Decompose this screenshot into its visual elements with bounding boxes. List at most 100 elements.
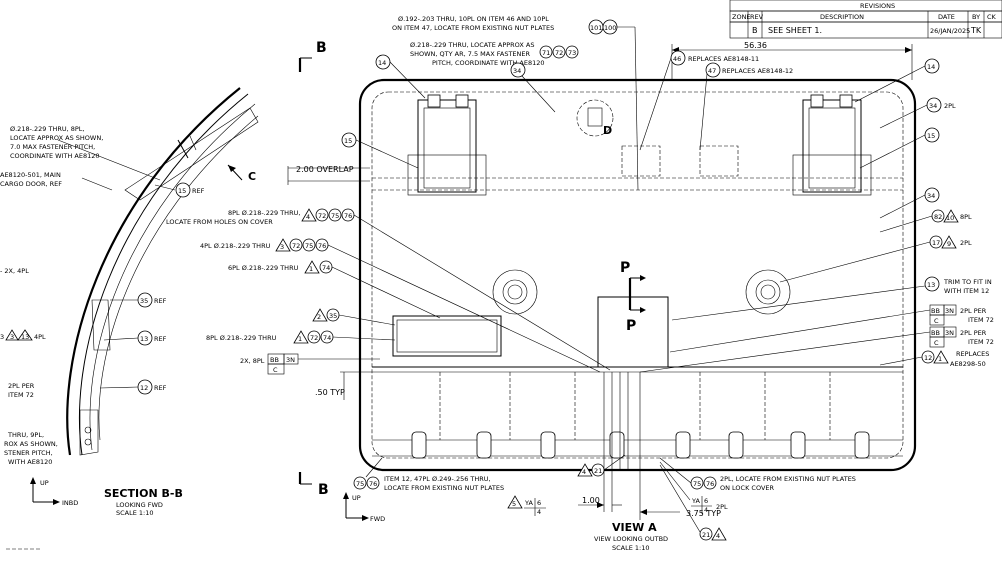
sbb-balloon-15: 15 REF xyxy=(154,182,205,198)
svg-text:10: 10 xyxy=(946,214,954,222)
sbb-note6-l4: WITH AE8120 xyxy=(8,458,52,466)
view-a: B B xyxy=(166,15,994,552)
note-top1-l2: ON ITEM 47, LOCATE FROM EXISTING NUT PLA… xyxy=(392,24,554,32)
svg-text:34: 34 xyxy=(513,67,521,75)
lower-bays xyxy=(372,372,903,441)
note-top2-l1: Ø.218-.229 THRU, LOCATE APPROX AS xyxy=(410,41,534,49)
svg-text:4: 4 xyxy=(537,508,541,516)
svg-text:WITH ITEM 12: WITH ITEM 12 xyxy=(944,287,989,295)
svg-text:BB: BB xyxy=(270,356,279,364)
balloon-75-76-bottom-left: 75 76 xyxy=(353,457,383,490)
svg-text:P: P xyxy=(626,318,636,334)
svg-text:3N: 3N xyxy=(945,329,954,337)
note-b1-l2: LOCATE FROM EXISTING NUT PLATES xyxy=(384,484,504,492)
door-panel-outline xyxy=(358,78,917,472)
revisions-table: REVISIONS ZONE REV DESCRIPTION DATE BY C… xyxy=(729,0,1002,39)
svg-text:D: D xyxy=(603,124,612,137)
svg-text:P: P xyxy=(620,260,630,276)
balloon-15-left: 15 xyxy=(341,132,419,169)
sbb-balloon-35: 35 REF xyxy=(110,292,167,308)
hinge-fitting-right xyxy=(792,94,872,196)
note-l1-l2: LOCATE FROM HOLES ON COVER xyxy=(166,218,273,226)
dim-width: 56.36 xyxy=(671,41,913,80)
section-bb-scale: SCALE 1:10 xyxy=(116,509,154,517)
section-bb-view: Ø.218-.229 THRU, 8PL, LOCATE APPROX AS S… xyxy=(0,87,259,550)
sbb-note5-l1: 2PL PER xyxy=(8,382,35,390)
svg-text:1: 1 xyxy=(298,335,302,343)
svg-text:2.00 OVERLAP: 2.00 OVERLAP xyxy=(296,165,354,174)
svg-text:72: 72 xyxy=(310,334,318,342)
balloon-15-right: 15 xyxy=(859,127,940,169)
fcf-bb-right-2: BB 3N C 2PL PER ITEM 72 xyxy=(639,326,994,373)
svg-text:76: 76 xyxy=(318,242,326,250)
note-top2-l2: SHOWN, QTY AR, 7.5 MAX FASTENER xyxy=(410,50,531,58)
svg-text:ITEM 72: ITEM 72 xyxy=(968,316,994,324)
svg-text:1: 1 xyxy=(938,355,942,363)
svg-text:2PL: 2PL xyxy=(944,102,956,110)
svg-text:13: 13 xyxy=(927,281,935,289)
note-l1-l1: 8PL Ø.218-.229 THRU, xyxy=(228,209,300,217)
svg-text:B: B xyxy=(318,482,329,498)
fcf-bb-3n-left: BB 3N C xyxy=(267,353,380,375)
rev-header-date: DATE xyxy=(938,13,955,21)
balloon-34-top: 34 xyxy=(510,62,556,113)
svg-text:C: C xyxy=(273,366,278,374)
svg-text:3: 3 xyxy=(280,243,284,251)
svg-text:REPLACES AE8148-12: REPLACES AE8148-12 xyxy=(722,67,793,75)
svg-text:2PL PER: 2PL PER xyxy=(960,307,987,315)
sbb-tri-13: 13 xyxy=(21,333,29,341)
rev-row-description: SEE SHEET 1. xyxy=(768,26,822,35)
flag-l1: 4 72 75 76 xyxy=(301,208,611,371)
note-b2-l2: ON LOCK COVER xyxy=(720,484,775,492)
sbb-note5-l2: ITEM 72 xyxy=(8,391,34,399)
section-cut-b-top: B xyxy=(298,40,327,72)
rev-header-description: DESCRIPTION xyxy=(820,13,864,21)
plate-item-47 xyxy=(699,145,739,177)
svg-text:6: 6 xyxy=(537,499,541,507)
svg-text:4: 4 xyxy=(716,532,720,540)
svg-text:REF: REF xyxy=(192,187,205,195)
balloon-71-72-73: 71 72 73 xyxy=(539,45,579,59)
svg-text:2PL: 2PL xyxy=(960,239,972,247)
cover-plate xyxy=(392,315,502,357)
svg-text:BB: BB xyxy=(931,329,940,337)
svg-text:14: 14 xyxy=(378,59,386,67)
svg-text:101: 101 xyxy=(590,24,602,32)
sbb-note3: - 2X, 4PL xyxy=(0,267,29,275)
svg-text:INBD: INBD xyxy=(62,499,78,507)
svg-text:72: 72 xyxy=(555,49,563,57)
svg-text:34: 34 xyxy=(929,102,937,110)
sbb-note6-l1: THRU, 9PL, xyxy=(7,431,44,439)
plate-item-46 xyxy=(621,145,661,177)
flag-l4: 1 72 74 xyxy=(293,330,396,344)
svg-text:REF: REF xyxy=(154,335,167,343)
access-port-right xyxy=(745,269,791,315)
svg-text:12: 12 xyxy=(924,354,932,362)
sbb-note1-l1: Ø.218-.229 THRU, 8PL, xyxy=(10,125,84,133)
balloon-21-4: 21 4 xyxy=(659,464,727,541)
svg-text:76: 76 xyxy=(344,212,352,220)
note-l2: 4PL Ø.218-.229 THRU xyxy=(200,242,271,250)
svg-text:21: 21 xyxy=(594,467,602,475)
svg-text:35: 35 xyxy=(140,297,148,305)
balloon-75-76-bottom-right: 75 76 xyxy=(659,457,717,490)
svg-text:REPLACES: REPLACES xyxy=(956,350,989,358)
svg-text:8PL: 8PL xyxy=(960,213,972,221)
svg-text:14: 14 xyxy=(927,63,935,71)
view-a-title: VIEW A xyxy=(612,521,657,534)
sbb-note6-l2: ROX AS SHOWN, xyxy=(4,440,58,448)
sbb-note6-l3: STENER PITCH, xyxy=(4,449,53,457)
svg-text:REF: REF xyxy=(154,297,167,305)
svg-text:.50 TYP: .50 TYP xyxy=(315,388,345,397)
svg-text:75: 75 xyxy=(305,242,313,250)
balloon-34-mid: 34 xyxy=(879,187,940,219)
svg-text:34: 34 xyxy=(927,192,935,200)
balloon-13-trim: 14 13 TRIM TO FIT IN WITH ITEM 12 xyxy=(671,276,992,321)
sbb-note1-l4: COORDINATE WITH AE8120 xyxy=(10,152,100,160)
svg-text:74: 74 xyxy=(322,264,330,272)
balloon-12-replaces: 12 1 REPLACES AE8298-50 xyxy=(879,350,989,368)
balloon-34-right: 34 2PL xyxy=(879,97,956,129)
svg-text:UP: UP xyxy=(40,479,49,487)
svg-text:2PL: 2PL xyxy=(716,503,728,511)
rev-row-by: TK xyxy=(970,26,982,35)
